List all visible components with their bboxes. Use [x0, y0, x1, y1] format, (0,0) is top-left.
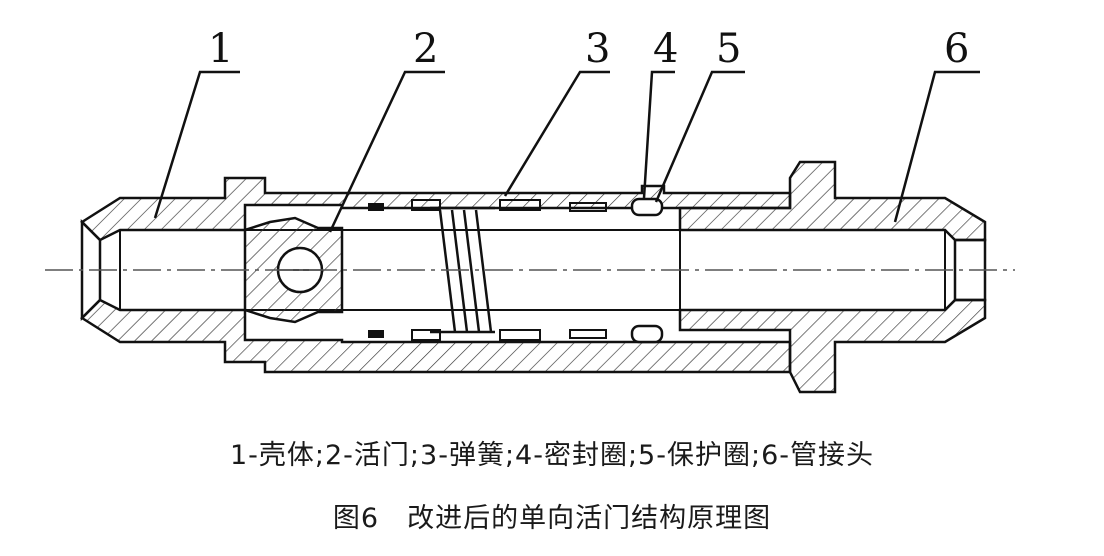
pipe-joint-right-end [953, 238, 987, 302]
housing-body [80, 176, 792, 374]
leader-lines [153, 70, 980, 233]
seal-ring-bottom [630, 324, 664, 344]
callout-4: 4 [653, 26, 678, 72]
callout-6: 6 [944, 26, 969, 72]
parts-legend: 1-壳体;2-活门;3-弹簧;4-密封圈;5-保护圈;6-管接头 [229, 440, 874, 471]
figure-title: 改进后的单向活门结构原理图 [407, 503, 772, 534]
housing-left-nose [80, 218, 102, 322]
groove-marks [368, 199, 607, 341]
callout-1: 1 [208, 26, 233, 72]
callout-5: 5 [716, 26, 741, 72]
seal-ring-top [630, 197, 664, 217]
callout-2: 2 [413, 26, 438, 72]
figure-caption: 图6 改进后的单向活门结构原理图 [0, 496, 1104, 535]
pipe-joint [678, 160, 987, 394]
valve-cross-section-drawing: 1 2 3 4 5 6 [45, 26, 1015, 394]
callout-3: 3 [585, 26, 610, 72]
figure-number: 图6 [332, 503, 380, 534]
seal-rings [630, 197, 664, 344]
